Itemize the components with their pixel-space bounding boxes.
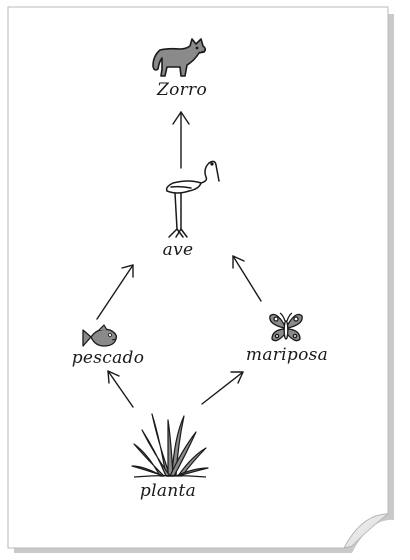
arrow-planta-to-pescado [107, 370, 134, 408]
page-curl [343, 513, 390, 549]
label-zorro: Zorro [156, 80, 208, 100]
plant-icon [131, 413, 209, 478]
label-planta: planta [139, 481, 197, 501]
label-ave: ave [162, 240, 194, 260]
arrow-ave-to-zorro [172, 111, 190, 169]
heron-icon [165, 160, 220, 238]
fox-icon [152, 38, 207, 77]
arrow-planta-to-mariposa [201, 371, 244, 405]
fish-icon [82, 324, 118, 347]
butterfly-icon [269, 312, 303, 342]
arrow-pescado-to-ave [96, 264, 134, 320]
arrow-mariposa-to-ave [232, 255, 262, 302]
label-mariposa: mariposa [245, 345, 329, 365]
label-pescado: pescado [71, 348, 145, 368]
